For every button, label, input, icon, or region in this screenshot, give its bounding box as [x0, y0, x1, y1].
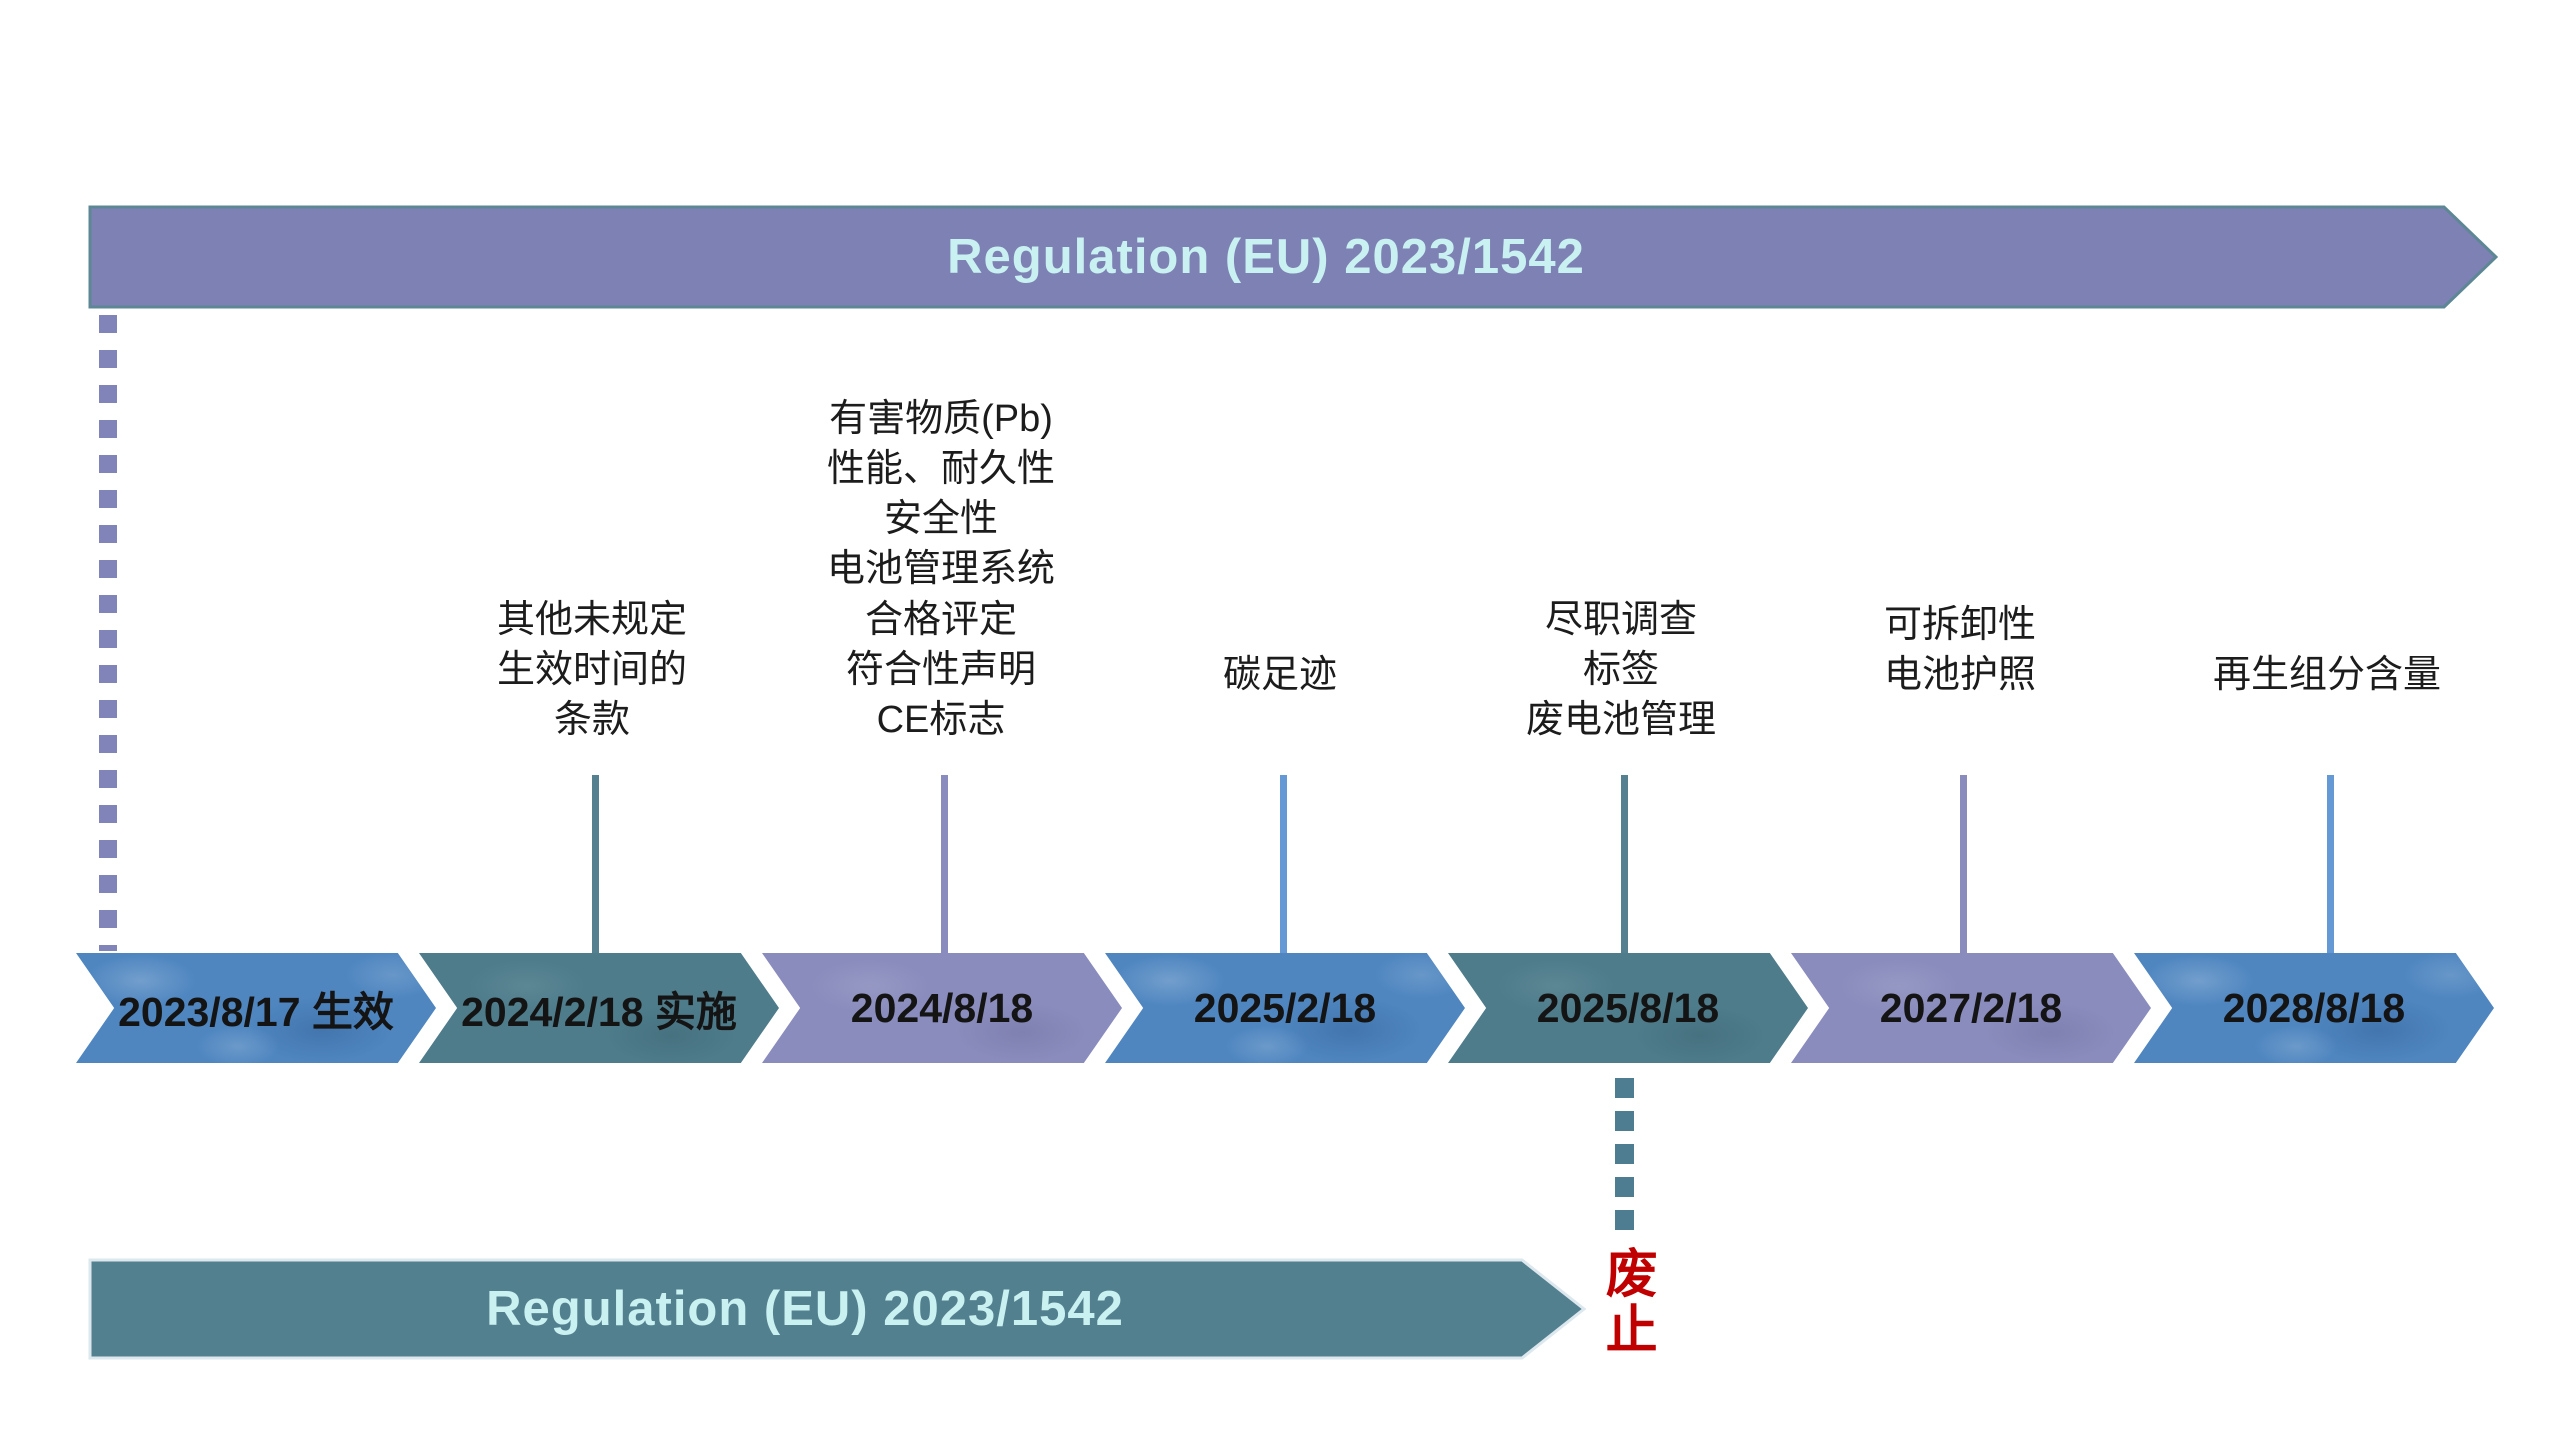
chevron-2024-8-18: 2024/8/18: [762, 953, 1122, 1063]
top-banner-label: Regulation (EU) 2023/1542: [947, 230, 1585, 284]
chevron-2023-8-17: 2023/8/17 生效: [76, 953, 436, 1063]
connector-line-2025-8-18: [1621, 775, 1628, 957]
milestone-label-2027-2-18: 可拆卸性 电池护照: [1883, 603, 2036, 696]
chevron-date: 2024/2/18 实施: [461, 989, 737, 1035]
milestone-label-2024-8-18: 有害物质(Pb) 性能、耐久性 安全性 电池管理系统 合格评定 符合性声明 CE…: [826, 397, 1055, 741]
effective-date-dashed-line: [99, 315, 117, 951]
bottom-banner-label: Regulation (EU) 2023/1542: [486, 1282, 1124, 1336]
connector-line-2024-2-18: [592, 775, 599, 957]
bottom-banner: Regulation (EU) 2023/1542: [88, 1258, 1586, 1360]
chevron-2024-2-18: 2024/2/18 实施: [419, 953, 779, 1063]
milestone-label-2024-2-18: 其他未规定 生效时间的 条款: [496, 598, 687, 741]
connector-line-2028-8-18: [2327, 775, 2334, 957]
milestone-label-2025-2-18: 碳足迹: [1222, 653, 1337, 696]
connector-line-2025-2-18: [1280, 775, 1287, 957]
milestone-label-2025-8-18: 尽职调查 标签 废电池管理: [1525, 598, 1716, 741]
chevron-date: 2028/8/18: [2222, 984, 2406, 1031]
chevron-date: 2023/8/17 生效: [118, 989, 394, 1035]
chevron-date: 2025/2/18: [1193, 984, 1377, 1031]
chevron-date: 2025/8/18: [1536, 984, 1720, 1031]
repeal-dashed-line: [1615, 1078, 1634, 1238]
repeal-note: 废止: [1597, 1246, 1656, 1358]
chevron-date: 2027/2/18: [1879, 984, 2063, 1031]
bottom-banner-arrow-shape: [88, 1258, 1586, 1360]
connector-line-2024-8-18: [941, 775, 948, 957]
connector-line-2027-2-18: [1960, 775, 1967, 957]
chevron-date: 2024/8/18: [850, 984, 1034, 1031]
chevron-2025-2-18: 2025/2/18: [1105, 953, 1465, 1063]
chevron-2025-8-18: 2025/8/18: [1448, 953, 1808, 1063]
chevron-2027-2-18: 2027/2/18: [1791, 953, 2151, 1063]
milestone-label-2028-8-18: 再生组分含量: [2212, 653, 2441, 696]
chevron-2028-8-18: 2028/8/18: [2134, 953, 2494, 1063]
top-banner-arrow-shape: [88, 205, 2498, 309]
top-banner: Regulation (EU) 2023/1542: [88, 205, 2498, 309]
